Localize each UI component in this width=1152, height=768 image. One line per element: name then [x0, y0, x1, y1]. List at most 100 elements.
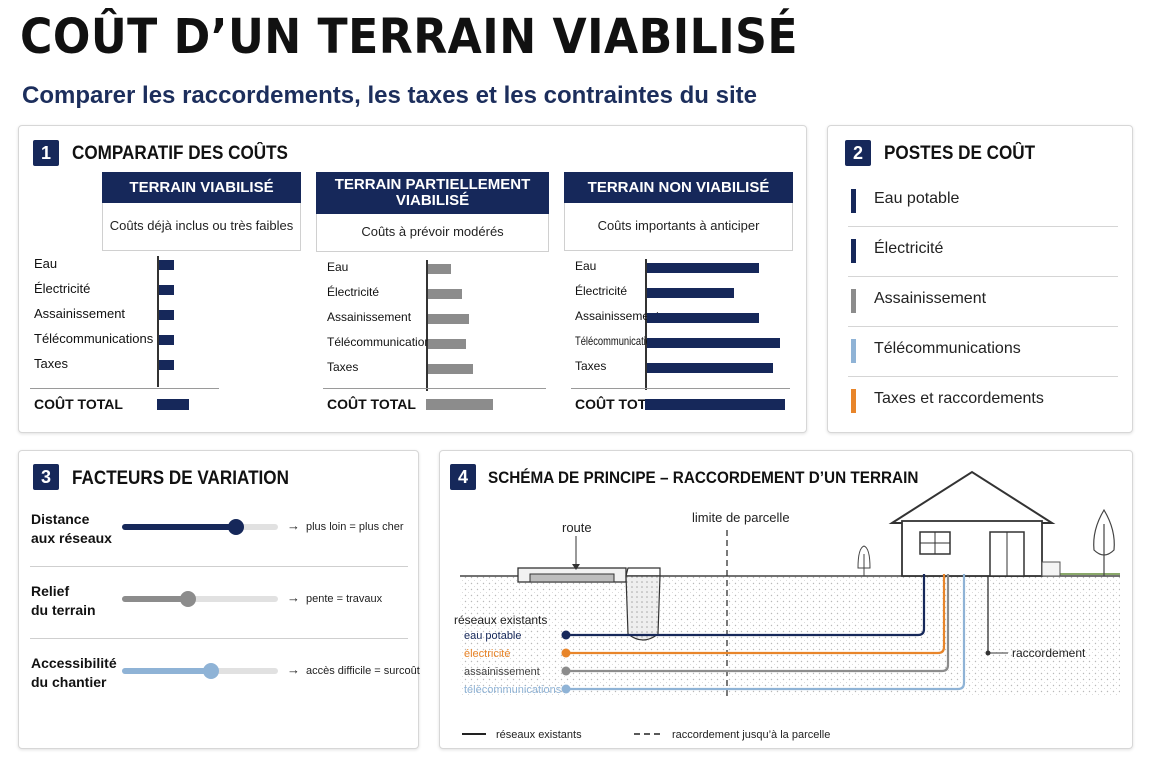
- road: [517, 567, 627, 583]
- network-label: électricité: [464, 648, 510, 660]
- road-label: route: [562, 520, 592, 535]
- arrow-right-icon: →: [287, 590, 300, 605]
- separator: [30, 638, 408, 639]
- networks-title: réseaux existants: [454, 613, 547, 627]
- cost-bar: [647, 263, 759, 273]
- factor-slider-track[interactable]: [122, 596, 278, 602]
- panel-postes: [827, 125, 1133, 433]
- cost-item: Taxes et raccordements: [848, 376, 1118, 426]
- row-label: Télécommunications: [34, 331, 154, 346]
- factor-effect: → plus loin = plus cher: [287, 518, 404, 533]
- cost-item: Eau potable: [848, 176, 1118, 226]
- total-label: COÛT TOTAL: [575, 396, 664, 412]
- network-line: [570, 574, 946, 655]
- separator: [30, 566, 408, 567]
- total-label: COÛT TOTAL: [327, 396, 416, 412]
- page-title: COÛT D’UN TERRAIN VIABILISÉ: [20, 9, 799, 65]
- row-label: Télécommunications: [327, 335, 438, 349]
- trench: [625, 567, 661, 641]
- cost-bar: [647, 288, 734, 298]
- section-title: FACTEURS DE VARIATION: [72, 468, 289, 489]
- chart-axis: [157, 256, 159, 387]
- chart-axis: [645, 259, 647, 390]
- network-lines: eau potable électricité assainissement télé…: [464, 574, 966, 696]
- connection-label: raccordement: [1012, 646, 1086, 660]
- cost-item-label: Électricité: [874, 240, 944, 257]
- factor-slider-fill: [122, 524, 236, 530]
- cost-bar: [647, 338, 780, 348]
- section-number: 4: [450, 464, 476, 490]
- legend-solid-label: réseaux existants: [496, 729, 582, 741]
- network-dot: [561, 684, 571, 694]
- separator: [848, 376, 1118, 377]
- factor-effect-text: accès difficile = surcoût: [306, 665, 420, 677]
- row-label: Taxes: [575, 359, 607, 373]
- network-label: assainissement: [464, 666, 540, 678]
- row-label: Taxes: [34, 356, 68, 371]
- section-title: COMPARATIF DES COÛTS: [72, 143, 288, 164]
- cost-item: Assainissement: [848, 276, 1118, 326]
- row-label: Assainissement: [575, 309, 660, 323]
- cost-item-label: Taxes et raccordements: [874, 390, 1044, 407]
- total-separator: [323, 388, 546, 389]
- network-line: [570, 574, 966, 691]
- factor-slider-handle[interactable]: [179, 591, 196, 607]
- column-note: Coûts à prévoir modérés: [316, 214, 549, 252]
- row-label: Assainissement: [327, 310, 412, 324]
- cost-bar: [428, 264, 451, 274]
- cost-item: Télécommunications: [848, 326, 1118, 376]
- cost-bar: [159, 310, 174, 320]
- row-label: Eau: [34, 256, 58, 271]
- column-header: TERRAIN VIABILISÉ: [102, 172, 301, 203]
- section-number: 3: [33, 464, 59, 490]
- network-label: télécommunications: [464, 684, 562, 696]
- factor-slider-handle[interactable]: [227, 519, 244, 535]
- cost-bar: [159, 260, 174, 270]
- factor-effect: → pente = travaux: [287, 590, 382, 605]
- total-separator: [30, 388, 219, 389]
- connection-diagram: route limite de parcelle eau potable élec…: [454, 470, 1120, 741]
- cost-bar: [159, 360, 174, 370]
- row-label: Assainissement: [34, 306, 126, 321]
- factor-slider-handle[interactable]: [202, 663, 219, 679]
- column-note: Coûts déjà inclus ou très faibles: [102, 203, 301, 251]
- row-label: Électricité: [327, 285, 380, 299]
- color-marker: [851, 339, 856, 363]
- total-bar: [426, 399, 493, 410]
- bush-icon: [857, 545, 871, 576]
- row-label: Taxes: [327, 360, 359, 374]
- arrow-right-icon: →: [287, 518, 300, 533]
- legend-dashed-label: raccordement jusqu’à la parcelle: [672, 729, 830, 741]
- tree-icon: [1093, 508, 1115, 576]
- factor-effect-text: plus loin = plus cher: [306, 521, 404, 533]
- separator: [848, 326, 1118, 327]
- section-number: 2: [845, 140, 871, 166]
- network-label: eau potable: [464, 630, 522, 642]
- cost-bar: [647, 363, 773, 373]
- total-bar: [645, 399, 785, 410]
- cost-bar: [159, 285, 174, 295]
- network-dot: [561, 648, 571, 658]
- color-marker: [851, 189, 856, 213]
- factor-effect-text: pente = travaux: [306, 593, 383, 605]
- network-dot: [561, 630, 571, 640]
- section-title: SCHÉMA DE PRINCIPE – RACCORDEMENT D’UN T…: [488, 468, 919, 487]
- separator: [848, 226, 1118, 227]
- column-note: Coûts importants à anticiper: [564, 203, 793, 251]
- row-label: Électricité: [34, 281, 91, 296]
- row-label: Télécommunications: [575, 334, 661, 348]
- column-header: TERRAIN PARTIELLEMENT VIABILISÉ: [316, 172, 549, 214]
- parcel-limit-label: limite de parcelle: [692, 510, 790, 525]
- section-title: POSTES DE COÛT: [884, 143, 1036, 164]
- chart-axis: [426, 260, 428, 391]
- factor-effect: →accès difficile = surcoût: [287, 662, 420, 677]
- page-subtitle: Comparer les raccordements, les taxes et…: [22, 82, 757, 109]
- cost-bar: [428, 289, 462, 299]
- factor-slider-fill: [122, 596, 188, 602]
- cost-bar: [647, 313, 759, 323]
- network-dot: [561, 666, 571, 676]
- separator: [848, 276, 1118, 277]
- cost-item-label: Assainissement: [874, 290, 987, 307]
